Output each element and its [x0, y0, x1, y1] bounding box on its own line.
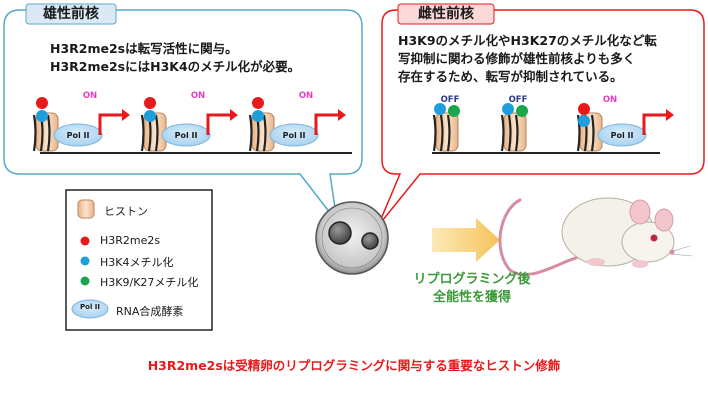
- male-title-tab: [25, 3, 117, 25]
- dna-wrap: [590, 114, 595, 152]
- male-nucleosome-unit: Pol II ON: [32, 91, 130, 152]
- dna-wrap: [576, 114, 581, 152]
- pol-ii-enzyme: [53, 123, 103, 147]
- dna-wrap: [46, 114, 51, 152]
- dna-wrap: [140, 114, 145, 152]
- male-nucleosome-unit: Pol II ON: [140, 91, 238, 152]
- histone-icon: [503, 112, 527, 152]
- status-label: OFF: [441, 95, 460, 105]
- h3k4-mark-icon: [252, 110, 264, 122]
- female-nucleosome-unit: Pol II ON: [576, 95, 674, 152]
- pol-ii-enzyme: [161, 123, 211, 147]
- dna-wrap: [507, 114, 512, 152]
- pol-ii-label: Pol II: [283, 131, 306, 140]
- h3k4-mark-icon: [434, 103, 446, 115]
- female-unit-wrap: OFF: [432, 95, 460, 152]
- legend-red-label: H3R2me2s: [100, 234, 161, 247]
- h3k9-k27-mark-icon: [448, 105, 460, 117]
- male-nucleosomes: Pol II ON Pol II ON Pol II ON: [32, 91, 346, 152]
- pol-ii-enzyme: [269, 123, 319, 147]
- dna-wrap: [514, 114, 519, 152]
- histone-icon: [435, 112, 459, 152]
- female-callout-box: [377, 9, 705, 227]
- male-desc-line1: H3R2me2sは転写活性に関与。: [50, 41, 238, 56]
- transcription-arrow-icon: [314, 113, 338, 135]
- reprogramming-caption-line1: リプログラミング後: [413, 272, 531, 287]
- status-label: ON: [83, 91, 97, 101]
- status-label: ON: [299, 91, 313, 101]
- legend-pol-label: RNA合成酵素: [116, 305, 184, 318]
- arrowhead-icon: [338, 109, 346, 121]
- transcription-arrow-icon: [206, 113, 230, 135]
- h3r2me2s-mark-icon: [36, 97, 48, 109]
- legend-blue-label: H3K4メチル化: [100, 256, 174, 269]
- pol-ii-label: Pol II: [175, 131, 198, 140]
- arrowhead-icon: [122, 109, 130, 121]
- h3k4-mark-icon: [144, 110, 156, 122]
- female-unit-wrap: Pol II ON: [576, 95, 674, 152]
- arrowhead-icon: [230, 109, 238, 121]
- pol-ii-label: Pol II: [611, 131, 634, 140]
- female-unit-wrap: OFF: [500, 95, 528, 152]
- transcription-arrow-icon: [98, 113, 122, 135]
- dna-wrap: [262, 114, 267, 152]
- reprogramming-caption-line2: 全能性を獲得: [432, 290, 511, 305]
- summary-footer: H3R2me2sは受精卵のリプログラミングに関与する重要なヒストン修飾: [147, 358, 561, 373]
- pol-ii-icon: [71, 299, 109, 319]
- legend-green-label: H3K9/K27メチル化: [100, 276, 199, 289]
- status-label: OFF: [509, 95, 528, 105]
- dna-wrap: [154, 114, 159, 152]
- h3r2me2s-mark-icon: [578, 103, 590, 115]
- h3k4-mark-icon: [502, 103, 514, 115]
- arrowhead-icon: [666, 109, 674, 121]
- male-desc-line2: H3R2me2sにはH3K4のメチル化が必要。: [50, 59, 301, 74]
- dna-wrap: [432, 114, 437, 152]
- male-nucleosome-unit: Pol II ON: [248, 91, 346, 152]
- legend-pol-icon-label: Pol II: [80, 303, 100, 311]
- female-title: 雌性前核: [418, 6, 474, 22]
- status-label: ON: [191, 91, 205, 101]
- h3r2me2s-mark-icon: [252, 97, 264, 109]
- dna-wrap: [32, 114, 37, 152]
- pol-ii-label: Pol II: [67, 131, 90, 140]
- male-callout-box: [3, 9, 363, 225]
- dna-wrap: [248, 114, 253, 152]
- zygote-cell: [315, 201, 389, 275]
- status-label: ON: [603, 95, 617, 105]
- female-desc-line2: 写抑制に関わる修飾が雄性前核よりも多く: [398, 51, 636, 66]
- female-desc-line3: 存在するため、転写が抑制されている。: [398, 69, 623, 84]
- h3k9-k27-mark-icon: [516, 105, 528, 117]
- female-pronucleus: [361, 232, 379, 250]
- mouse-icon: [498, 197, 693, 277]
- female-desc-line1: H3K9のメチル化やH3K27のメチル化など転: [398, 33, 657, 48]
- h3r2me2s-mark-icon: [144, 97, 156, 109]
- pol-ii-enzyme: [597, 123, 647, 147]
- reprogramming-arrow-icon: [432, 218, 500, 262]
- h3k4-mark-icon: [36, 110, 48, 122]
- legend-histone-label: ヒストン: [104, 205, 148, 218]
- female-nucleosomes: OFF OFF Pol II ON: [432, 95, 674, 152]
- transcription-arrow-icon: [642, 113, 666, 135]
- male-pronucleus: [328, 221, 352, 245]
- red-mark-icon: [80, 236, 90, 246]
- male-title: 雄性前核: [43, 6, 99, 22]
- histone-icon: [77, 199, 95, 219]
- dna-wrap: [500, 114, 505, 152]
- dna-wrap: [446, 114, 451, 152]
- blue-mark-icon: [80, 256, 90, 266]
- dna-wrap: [439, 114, 444, 152]
- female-title-tab: [397, 3, 495, 25]
- h3k4-mark-icon: [578, 115, 590, 127]
- green-mark-icon: [80, 276, 90, 286]
